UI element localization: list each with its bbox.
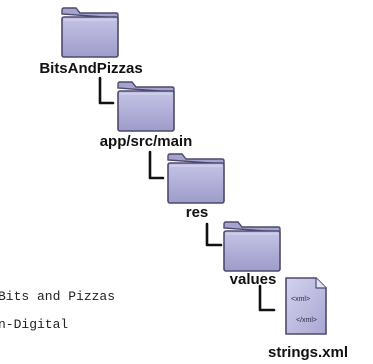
- connector-2: [148, 150, 165, 180]
- folder-label: values: [230, 271, 277, 288]
- xml-file-icon[interactable]: <xml> </xml>: [285, 277, 327, 335]
- folder-icon[interactable]: [223, 221, 281, 272]
- folder-label: BitsAndPizzas: [39, 60, 142, 77]
- connector-1: [98, 76, 115, 105]
- folder-icon[interactable]: [117, 81, 175, 132]
- xml-close-tag: </xml>: [296, 317, 317, 324]
- code-fragment-1: Bits and Pizzas: [0, 289, 115, 304]
- code-fragment-2: n-Digital: [0, 317, 68, 332]
- connector-4: [258, 284, 276, 312]
- folder-icon[interactable]: [167, 153, 225, 204]
- folder-label: app/src/main: [100, 133, 193, 150]
- folder-icon[interactable]: [61, 7, 119, 58]
- xml-open-tag: <xml>: [291, 296, 310, 303]
- connector-3: [205, 222, 223, 247]
- folder-label: res: [186, 204, 209, 221]
- file-label: strings.xml: [268, 344, 348, 361]
